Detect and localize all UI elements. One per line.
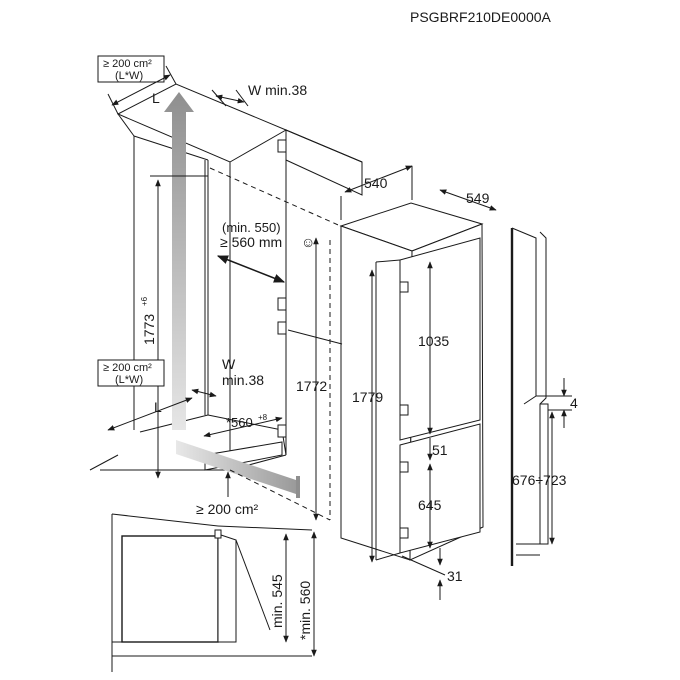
dim-appliance-depth-label: 549 xyxy=(466,190,490,206)
dim-niche-depth: (min. 550) ≥ 560 mm ☺ xyxy=(216,220,315,283)
dim-detail-545: min. 545 xyxy=(269,533,289,643)
model-code: PSGBRF210DE0000A xyxy=(410,9,552,25)
dim-door-gap-label: 51 xyxy=(432,442,448,458)
leader-line xyxy=(287,329,343,345)
appliance-hinges xyxy=(399,281,409,539)
dim-W-top: W min.38 xyxy=(211,82,307,107)
dim-detail-560-label: *min. 560 xyxy=(297,581,313,640)
dim-niche-height-label: 1773 xyxy=(141,314,157,345)
airflow-arrows xyxy=(164,92,300,498)
dim-detail-545-label: min. 545 xyxy=(269,574,285,628)
dim-lower-door-label: 645 xyxy=(418,497,442,513)
door-rail xyxy=(510,227,549,566)
dim-L-bottom-label: L xyxy=(154,399,162,415)
dim-lower-door: 645 xyxy=(418,463,442,549)
niche-depth-value: ≥ 560 mm xyxy=(220,234,282,250)
dim-upper-door: 1035 xyxy=(418,261,449,435)
dim-door-total-label: 1779 xyxy=(352,389,383,405)
dim-W-bottom-label-1: W xyxy=(222,356,236,372)
appliance-body xyxy=(339,202,484,561)
dim-W-bottom: W min.38 xyxy=(191,356,264,398)
dim-detail-560: *min. 560 xyxy=(297,531,317,657)
detail-view xyxy=(111,513,313,672)
vent-bottom-label: ≥ 200 cm² (L*W) xyxy=(97,359,165,387)
dim-side-offset: 4 xyxy=(536,378,578,428)
dim-niche-width-label: *560 xyxy=(226,415,253,430)
niche-depth-min: (min. 550) xyxy=(222,220,281,235)
dim-rail-range: 676÷723 xyxy=(512,411,567,545)
vent-top-label: ≥ 200 cm² (L*W) xyxy=(97,55,165,83)
floor-vent: ≥ 200 cm² xyxy=(196,471,258,517)
vent-bottom-formula: (L*W) xyxy=(115,374,143,386)
dim-appliance-height: 1772 xyxy=(296,237,327,521)
smiley-icon: ☺ xyxy=(301,234,315,250)
dim-appliance-height-label: 1772 xyxy=(296,378,327,394)
dim-appliance-depth: 549 xyxy=(439,189,497,211)
dim-niche-width: *560 +8 xyxy=(203,413,283,438)
dim-L-top-label: L xyxy=(152,90,160,106)
vent-top-formula: (L*W) xyxy=(115,70,143,82)
niche-hinges xyxy=(277,139,287,438)
vent-bottom-area: ≥ 200 cm² xyxy=(103,362,152,374)
dim-upper-door-label: 1035 xyxy=(418,333,449,349)
dim-bottom-offset: 31 xyxy=(401,548,463,600)
dim-W-top-label: W min.38 xyxy=(248,82,307,98)
floor-vent-label: ≥ 200 cm² xyxy=(196,501,258,517)
dim-W-bottom-label-2: min.38 xyxy=(222,372,264,388)
dim-side-offset-label: 4 xyxy=(570,395,578,411)
niche-cabinet xyxy=(89,83,363,471)
dim-rail-range-label: 676÷723 xyxy=(512,472,567,488)
dim-door-gap: 51 xyxy=(427,438,448,461)
dim-appliance-width-label: 540 xyxy=(364,175,388,191)
vent-top-area: ≥ 200 cm² xyxy=(103,58,152,70)
dim-door-total: 1779 xyxy=(352,269,383,563)
dim-L-top: L xyxy=(107,65,177,115)
dim-niche-height-tol: +6 xyxy=(140,296,149,306)
dim-bottom-offset-label: 31 xyxy=(447,568,463,584)
dim-L-bottom: L xyxy=(107,397,193,431)
dim-appliance-width: 540 xyxy=(340,165,413,220)
dim-niche-width-tol: +8 xyxy=(258,413,268,422)
